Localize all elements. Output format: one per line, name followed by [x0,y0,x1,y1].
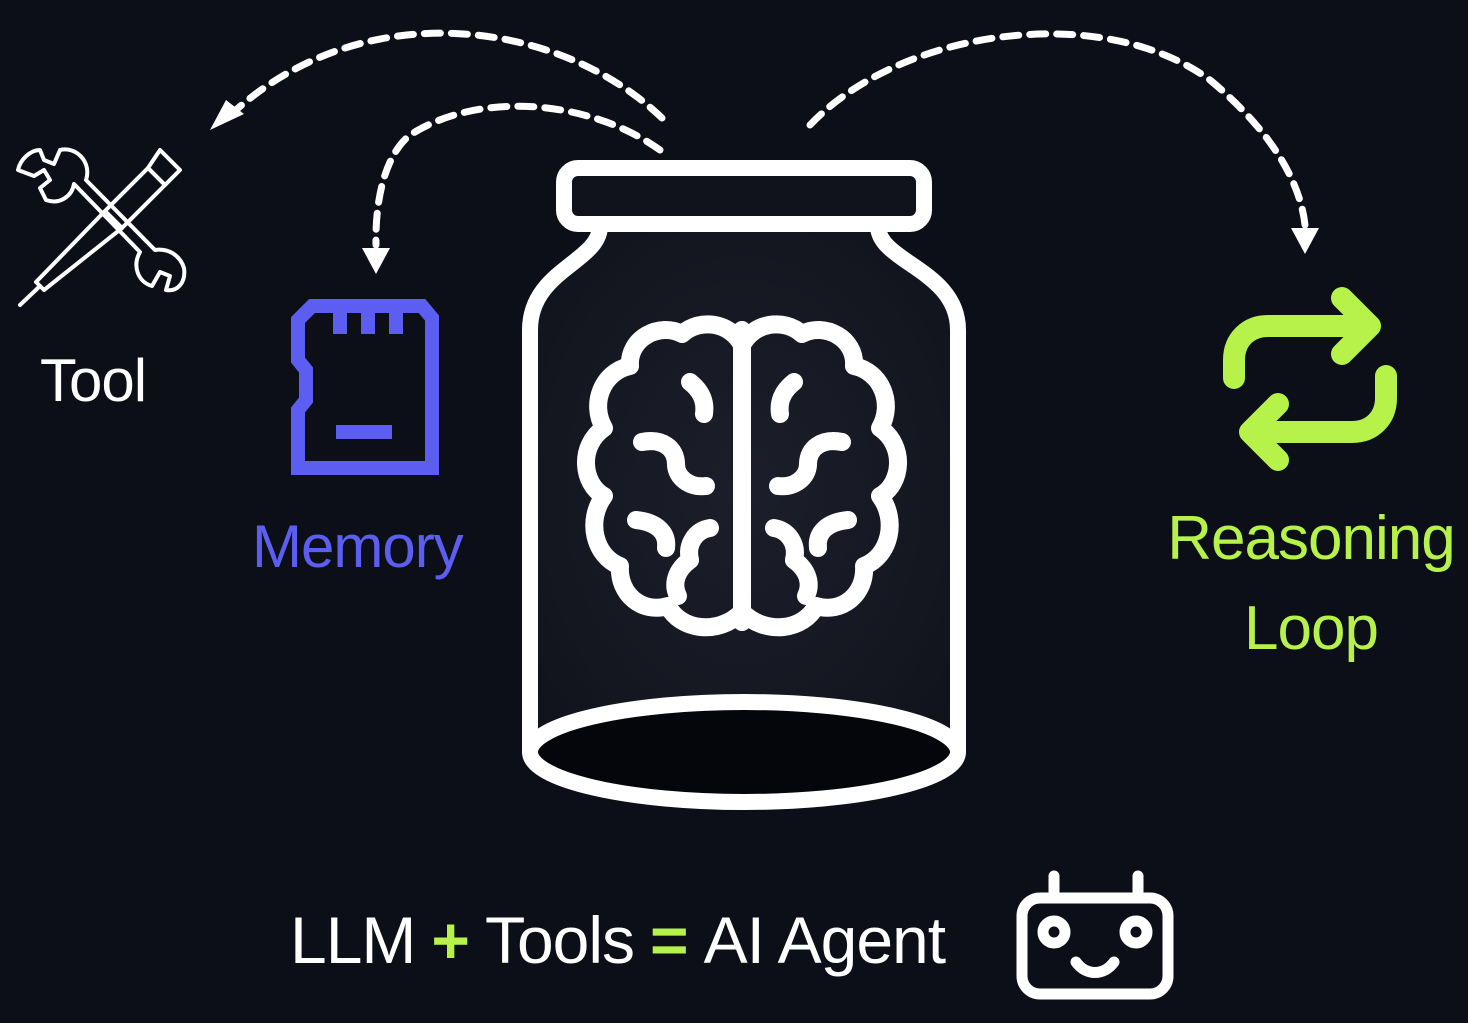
reasoning-loop-label: Reasoning Loop [1166,494,1456,674]
reasoning-label-line2: Loop [1244,594,1379,663]
plus-sign: + [431,903,470,977]
tool-label: Tool [40,347,147,414]
arrow-to-reasoning [806,30,1319,254]
equation-caption: LLM+Tools=AI Agent [290,902,947,978]
memory-label: Memory [252,513,464,580]
brain-in-jar-icon [522,160,966,810]
wrench-screwdriver-icon [16,147,187,307]
equation-term-tools: Tools [484,903,635,977]
sd-card-icon [291,299,439,475]
arrow-to-memory [362,102,664,274]
equals-sign: = [650,903,689,977]
arrow-to-tool [210,29,666,130]
equation-term-llm: LLM [290,903,416,977]
repeat-loop-icon [1223,287,1397,471]
reasoning-label-line1: Reasoning [1167,504,1455,573]
robot-face-icon [1016,870,1174,1000]
equation-result: AI Agent [703,903,947,977]
